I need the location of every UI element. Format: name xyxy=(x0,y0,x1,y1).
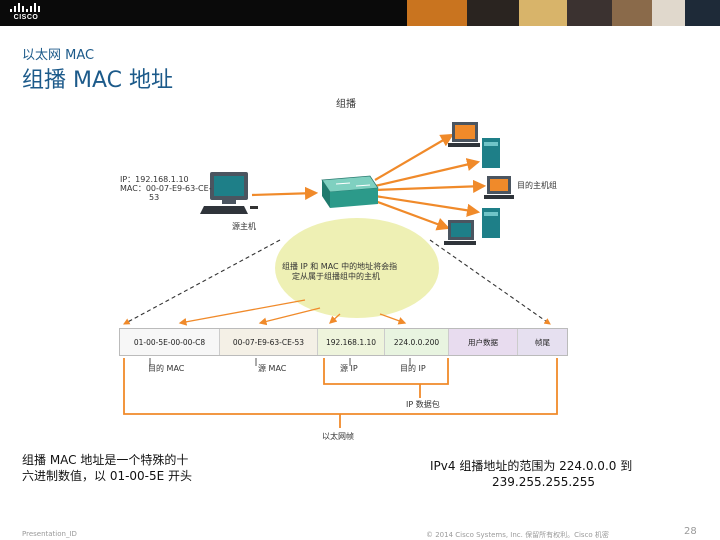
source-info-line-2: MAC：00-07-E9-63-CE- xyxy=(120,184,212,193)
dest-ip-label: 目的 IP xyxy=(400,364,426,373)
frame-field-dest-ip: 224.0.0.200 xyxy=(385,329,449,355)
switch-icon xyxy=(321,175,379,208)
frame-field-source-ip: 192.168.1.10 xyxy=(318,329,385,355)
slide-title: 组播 MAC 地址 xyxy=(22,68,173,93)
ethernet-frame-label: 以太网帧 xyxy=(322,432,354,441)
arrow-source-to-switch xyxy=(251,186,319,200)
frame-field-source-mac: 00-07-E9-63-CE-53 xyxy=(220,329,318,355)
source-pc-icon xyxy=(200,172,258,214)
target-group-label: 目的主机组 xyxy=(517,181,557,190)
header-banner: CISCO xyxy=(0,0,720,26)
target-pc-icon xyxy=(484,176,514,199)
ethernet-frame: 01-00-5E-00-00-C8 00-07-E9-63-CE-53 192.… xyxy=(119,328,568,356)
footer-presentation-id: Presentation_ID xyxy=(22,530,77,538)
note-right-line-1: IPv4 组播地址的范围为 224.0.0.0 到 xyxy=(430,459,633,473)
source-ip-label: 源 IP xyxy=(340,364,358,373)
arrow-to-host-1 xyxy=(374,133,454,181)
slide-subtitle: 以太网 MAC xyxy=(22,48,95,63)
target-pc-icon xyxy=(444,220,476,245)
note-left-line-1: 组播 MAC 地址是一个特殊的十 xyxy=(22,453,189,467)
footer-page-number: 28 xyxy=(684,526,697,537)
note-left-line-2: 六进制数值，以 01-00-5E 开头 xyxy=(22,468,193,483)
arrow-to-host-3 xyxy=(374,199,451,231)
ellipse-text-line-2: 定从属于组播组中的主机 xyxy=(292,272,380,281)
dest-mac-label: 目的 MAC xyxy=(148,364,185,373)
source-info-line-3: 53 xyxy=(149,193,160,202)
note-right-line-2: 239.255.255.255 xyxy=(492,474,596,489)
arrow-to-server-1 xyxy=(374,158,481,188)
source-host-label: 源主机 xyxy=(232,222,256,231)
header-photo-strip xyxy=(407,0,720,26)
frame-field-dest-mac: 01-00-5E-00-00-C8 xyxy=(120,329,220,355)
logo-text: CISCO xyxy=(13,14,39,21)
frame-field-trailer: 帧尾 xyxy=(518,329,567,355)
cisco-logo-icon: CISCO xyxy=(9,3,43,23)
source-mac-label: 源 MAC xyxy=(258,364,287,373)
footer-copyright: © 2014 Cisco Systems, Inc. 保留所有权利。Cisco … xyxy=(426,531,609,539)
target-server-icon xyxy=(482,138,500,168)
target-server-icon xyxy=(482,208,500,238)
source-info-line-1: IP：192.168.1.10 xyxy=(120,175,189,184)
multicast-label: 组播 xyxy=(336,99,356,110)
ip-packet-label: IP 数据包 xyxy=(406,400,440,409)
info-ellipse xyxy=(275,218,439,318)
arrow-to-host-2 xyxy=(374,179,487,193)
note-right: IPv4 组播地址的范围为 224.0.0.0 到 239.255.255.25… xyxy=(430,459,670,490)
frame-field-user-data: 用户数据 xyxy=(449,329,518,355)
arrow-to-server-2 xyxy=(374,194,481,217)
target-pc-icon xyxy=(448,122,480,147)
note-left: 组播 MAC 地址是一个特殊的十 六进制数值，以 01-00-5E 开头 xyxy=(22,453,252,484)
ellipse-text-line-1: 组播 IP 和 MAC 中的地址将会指 xyxy=(282,262,398,271)
